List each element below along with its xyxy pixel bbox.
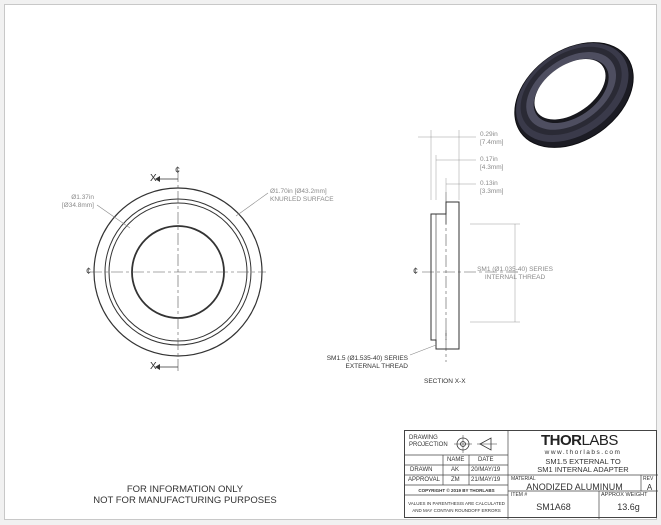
rev-value: A bbox=[646, 483, 653, 492]
values-note-line-1: VALUES IN PARENTHESIS ARE CALCULATED bbox=[408, 501, 505, 506]
internal-thread-text: INTERNAL THREAD bbox=[484, 274, 546, 281]
description-line-2: SM1 INTERNAL ADAPTER bbox=[537, 465, 629, 474]
material-label: MATERIAL bbox=[511, 476, 536, 482]
weight-label: APPROX WEIGHT bbox=[601, 492, 648, 498]
external-thread-leader bbox=[409, 344, 437, 356]
section-marker-top: X bbox=[150, 173, 157, 184]
description-line-1: SM1.5 EXTERNAL TO bbox=[545, 457, 621, 466]
drawn-name: AK bbox=[451, 467, 460, 473]
dim2-inches: 0.17in bbox=[480, 156, 498, 163]
title-block-grid bbox=[405, 431, 658, 519]
inner-dia-inches: Ø1.37in bbox=[71, 194, 94, 201]
dim3-mm: [3.3mm] bbox=[480, 188, 504, 195]
disclaimer-line-1: FOR INFORMATION ONLY bbox=[126, 484, 244, 495]
centerline-symbol-top: ¢ bbox=[175, 165, 181, 175]
values-note-line-2: AND MAY CONTAIN ROUNDOFF ERRORS bbox=[412, 508, 501, 513]
dim3-inches: 0.13in bbox=[480, 180, 498, 187]
approval-label: APPROVAL bbox=[408, 477, 440, 483]
section-arrowhead-top bbox=[155, 176, 160, 182]
part-description: SM1.5 EXTERNAL TO SM1 INTERNAL ADAPTER bbox=[508, 458, 658, 474]
website: www.thorlabs.com bbox=[544, 449, 622, 456]
thorlabs-logo: THORLABS bbox=[541, 432, 618, 449]
dim-thickness-mid: 0.17in [4.3mm] bbox=[480, 156, 503, 172]
drawing-projection-label: DRAWING PROJECTION bbox=[409, 435, 448, 449]
approval-date: 21/MAY/19 bbox=[471, 477, 501, 483]
title-block: DRAWING PROJECTION NAME DATE DRAWN AK 20… bbox=[404, 430, 658, 519]
brand-thor: THOR bbox=[541, 432, 582, 449]
centerline-symbol-left: ¢ bbox=[86, 266, 92, 276]
material-value: ANODIZED ALUMINUM bbox=[526, 482, 623, 492]
outer-dia-leader bbox=[235, 192, 269, 217]
inner-dia-leader bbox=[96, 204, 131, 229]
adapter-3d-render bbox=[514, 42, 634, 148]
section-view bbox=[409, 130, 520, 362]
external-thread-text: EXTERNAL THREAD bbox=[345, 363, 409, 370]
drawn-date: 20/MAY/19 bbox=[471, 467, 501, 473]
inner-diameter-label: Ø1.37in [Ø34.8mm] bbox=[54, 194, 94, 210]
item-number: SM1A68 bbox=[536, 502, 571, 512]
col-date-header: DATE bbox=[478, 457, 494, 463]
dim1-mm: [7.4mm] bbox=[480, 139, 504, 146]
rev-label: REV bbox=[643, 476, 654, 482]
external-thread-spec: SM1.5 (Ø1.535-40) SERIES bbox=[326, 355, 408, 362]
adapter-profile-outline bbox=[430, 201, 460, 350]
section-view-label: SECTION X-X bbox=[424, 378, 466, 385]
outer-diameter-label: Ø1.70in [Ø43.2mm] KNURLED SURFACE bbox=[270, 188, 334, 204]
internal-thread-label: SM1 (Ø1.035-40) SERIES INTERNAL THREAD bbox=[474, 266, 556, 282]
copyright-notice: COPYRIGHT © 2019 BY THORLABS bbox=[418, 488, 495, 493]
outer-dia-dimension: Ø1.70in [Ø43.2mm] bbox=[270, 188, 327, 195]
disclaimer: FOR INFORMATION ONLY NOT FOR MANUFACTURI… bbox=[90, 484, 280, 506]
knurled-surface-note: KNURLED SURFACE bbox=[270, 196, 334, 203]
dim-thickness-inner: 0.13in [3.3mm] bbox=[480, 180, 503, 196]
weight-value: 13.6g bbox=[617, 502, 640, 512]
disclaimer-line-2: NOT FOR MANUFACTURING PURPOSES bbox=[93, 495, 277, 506]
front-view bbox=[90, 170, 269, 372]
inner-dia-mm: [Ø34.8mm] bbox=[61, 202, 94, 209]
dim-thickness-total: 0.29in [7.4mm] bbox=[480, 131, 503, 147]
external-thread-label: SM1.5 (Ø1.535-40) SERIES EXTERNAL THREAD bbox=[318, 355, 408, 371]
section-centerline-symbol: ¢ bbox=[413, 266, 419, 276]
item-label: ITEM # bbox=[511, 492, 528, 498]
drawing-projection-line-1: DRAWING bbox=[409, 435, 438, 441]
drawn-label: DRAWN bbox=[410, 467, 433, 473]
section-arrowhead-bottom bbox=[155, 364, 160, 370]
projection-symbol-icon bbox=[454, 435, 497, 453]
internal-thread-spec: SM1 (Ø1.035-40) SERIES bbox=[477, 266, 553, 273]
dim1-inches: 0.29in bbox=[480, 131, 498, 138]
col-name-header: NAME bbox=[447, 457, 465, 463]
dim2-mm: [4.3mm] bbox=[480, 164, 504, 171]
approval-name: ZM bbox=[451, 477, 460, 483]
drawing-projection-line-2: PROJECTION bbox=[409, 442, 448, 448]
values-note: VALUES IN PARENTHESIS ARE CALCULATED AND… bbox=[405, 500, 508, 514]
brand-labs: LABS bbox=[581, 432, 619, 449]
section-marker-bottom: X bbox=[150, 361, 157, 372]
